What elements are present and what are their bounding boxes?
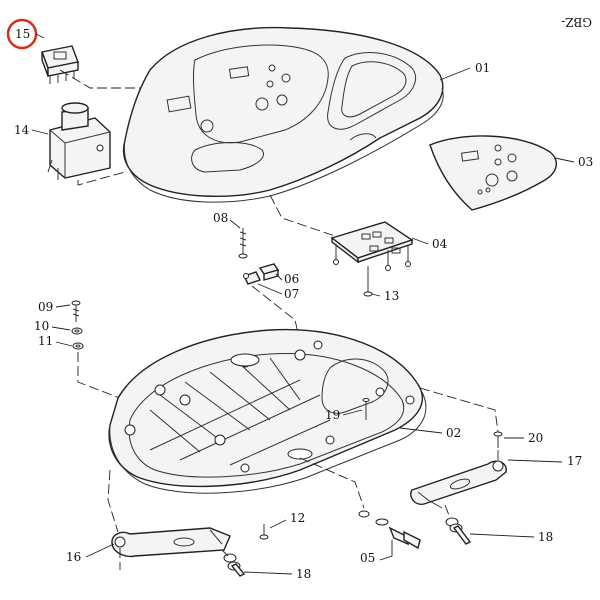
label-12: 12	[290, 511, 305, 525]
part-09-screw	[71, 300, 81, 322]
part-04-circuit-board	[330, 221, 414, 271]
part-17-hinge-arm	[410, 460, 507, 509]
label-19: 19	[325, 408, 340, 422]
part-19-screw	[362, 398, 370, 420]
part-11-washer	[72, 342, 84, 350]
label-01: 01	[475, 61, 490, 75]
part-08-screw	[238, 228, 248, 259]
label-11: 11	[38, 334, 53, 348]
label-17: 17	[567, 454, 582, 468]
label-04: 04	[432, 237, 448, 251]
label-07: 07	[284, 287, 299, 301]
label-15-highlight: 15	[6, 18, 45, 50]
part-20-screw	[493, 431, 503, 448]
part-07-cable-clamp	[243, 271, 261, 285]
label-10: 10	[34, 319, 49, 333]
part-01-upper-cover	[123, 26, 444, 203]
label-20: 20	[528, 431, 543, 445]
part-13-screw	[363, 276, 373, 297]
label-16: 16	[66, 550, 81, 564]
label-02: 02	[446, 426, 461, 440]
label-08: 08	[213, 211, 228, 225]
part-18-grommet-right	[445, 517, 472, 545]
label-05: 05	[360, 551, 375, 565]
label-18-left: 18	[296, 567, 311, 581]
part-10-washer	[71, 327, 83, 335]
label-13: 13	[384, 289, 399, 303]
label-03: 03	[578, 155, 593, 169]
part-03-panel-sticker	[429, 135, 557, 211]
label-06: 06	[284, 272, 299, 286]
corner-code: GBZ-	[561, 15, 592, 29]
part-16-hinge-arm	[111, 527, 231, 558]
label-18-right: 18	[538, 530, 553, 544]
part-18-grommet-left	[223, 553, 246, 577]
part-14-motor-block	[47, 102, 111, 180]
part-02-base-housing	[108, 328, 427, 494]
part-06-clip	[258, 263, 280, 281]
label-15: 15	[15, 27, 30, 41]
label-14: 14	[14, 123, 30, 137]
label-09: 09	[38, 300, 53, 314]
part-12-screw	[259, 524, 269, 540]
part-05-cord-clamp	[358, 510, 421, 550]
part-15-rocker-switch	[41, 45, 79, 84]
